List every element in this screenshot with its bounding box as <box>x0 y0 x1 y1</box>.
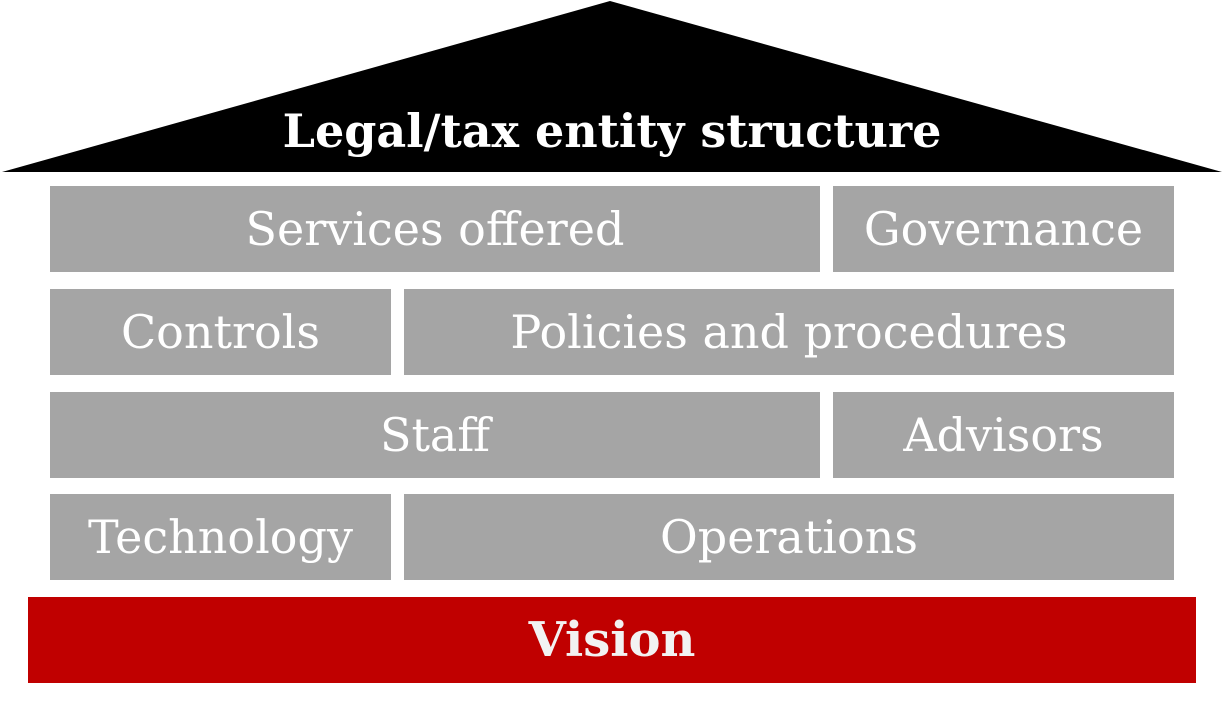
block-policies-and-procedures: Policies and procedures <box>404 289 1174 375</box>
block-operations: Operations <box>404 494 1174 580</box>
block-technology: Technology <box>50 494 391 580</box>
roof-label: Legal/tax entity structure <box>282 104 942 158</box>
block-governance: Governance <box>833 186 1174 272</box>
block-controls: Controls <box>50 289 391 375</box>
block-services-offered: Services offered <box>50 186 820 272</box>
block-staff: Staff <box>50 392 820 478</box>
block-advisors: Advisors <box>833 392 1174 478</box>
roof-triangle <box>2 1 1222 172</box>
roof-shape <box>2 1 1222 172</box>
foundation-vision: Vision <box>28 597 1196 683</box>
